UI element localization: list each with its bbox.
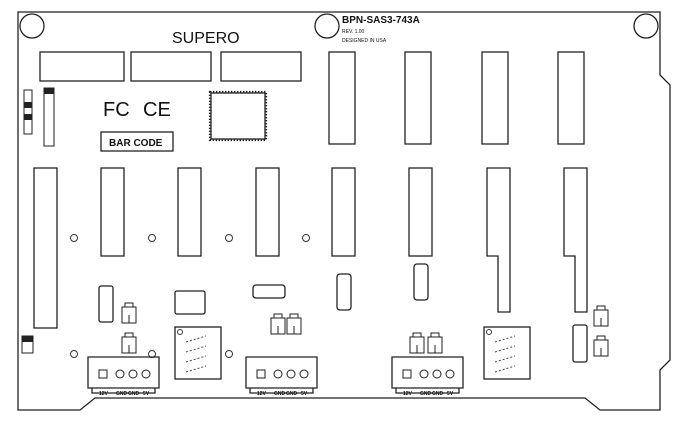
board-hole [302,234,310,242]
mounting-hole [314,13,340,39]
sas-connector [483,326,531,380]
board-hole [225,350,233,358]
controller-chip [208,90,268,142]
pin-label: GND [286,391,298,397]
drive-slot [33,167,58,329]
drive-slot [177,167,202,257]
drive-slot [408,167,433,257]
power-connector [391,356,464,394]
pin-label: GND [432,391,444,397]
top-slot [130,51,212,82]
board-hole [148,234,156,242]
component-pad [174,290,206,315]
jumper-header [43,87,55,147]
mounting-hole [633,13,659,39]
brand-logo: SUPERO [172,30,240,47]
top-slot [39,51,125,82]
top-slot [220,51,302,82]
jumper-header [23,89,33,135]
board-hole [70,234,78,242]
barcode-box [100,131,174,152]
power-connector [87,356,160,394]
pin-label: 5V [143,391,150,397]
drive-slot [255,167,280,257]
pin-label: 12V [257,391,267,397]
drive-slot [331,167,356,257]
drive-slot [557,51,585,145]
barcode-label: BAR CODE [109,138,163,149]
pin-label: GND [116,391,128,397]
drive-slot [563,167,588,313]
fc-mark: FC [103,99,130,121]
drive-slot [100,167,125,257]
drive-slot [328,51,356,145]
led-group [121,302,609,357]
pin-label: GND [128,391,140,397]
component-pad [336,273,352,311]
drive-slot [481,51,509,145]
pin-label: GND [274,391,286,397]
pin-label: 5V [301,391,308,397]
sas-connector [174,326,222,380]
power-connector [245,356,318,394]
component-pad [98,285,114,323]
mounting-hole [19,13,45,39]
origin-label: DESIGNED IN USA [342,38,387,44]
pin-label: 5V [447,391,454,397]
component-pad [252,284,286,299]
revision-label: REV. 1.00 [342,29,365,35]
drive-slot [486,167,511,313]
model-label: BPN-SAS3-743A [342,15,420,26]
pin-label: 12V [403,391,413,397]
ce-mark: CE [143,99,171,121]
pin-label: 12V [99,391,109,397]
board-hole [225,234,233,242]
component-pad [413,263,429,301]
board-outline [17,11,671,411]
jumper-header [21,335,34,354]
power-pin-labels: 12V GND GND 5V 12V GND GND 5V 12V GND GN… [99,391,454,397]
board-hole [70,350,78,358]
pin-label: GND [420,391,432,397]
component-pad [572,324,588,363]
drive-slot [404,51,432,145]
